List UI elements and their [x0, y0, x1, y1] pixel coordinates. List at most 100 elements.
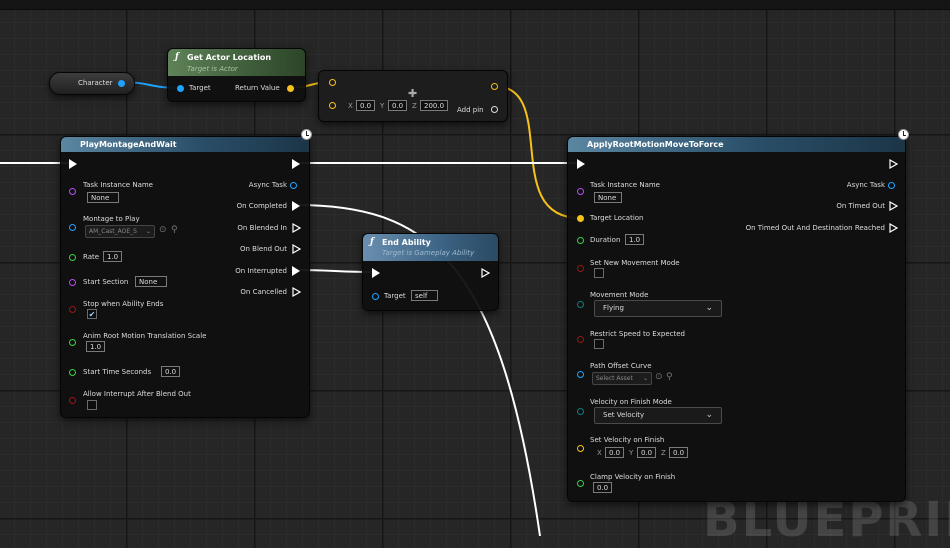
- stop-when-ends-pin[interactable]: [69, 306, 76, 313]
- rate-pin[interactable]: [69, 254, 76, 261]
- task-instance-field[interactable]: None: [594, 192, 622, 203]
- on-blend-out-pin[interactable]: [292, 244, 301, 254]
- y-axis-label: Y: [380, 102, 385, 110]
- vector-input-pin-top[interactable]: [329, 79, 336, 86]
- return-value-pin[interactable]: [287, 85, 294, 92]
- start-time-label: Start Time Seconds: [83, 368, 152, 376]
- sv-y-field[interactable]: 0.0: [637, 447, 657, 458]
- movement-mode-pin[interactable]: [577, 301, 584, 308]
- allow-interrupt-checkbox[interactable]: [87, 400, 97, 410]
- sv-x-axis-label: X: [597, 449, 602, 457]
- exec-output-pin[interactable]: [292, 159, 300, 169]
- path-offset-asset-picker[interactable]: Select Asset ⌄: [592, 372, 652, 385]
- target-label: Target: [189, 84, 211, 92]
- velocity-finish-mode-pin[interactable]: [577, 408, 584, 415]
- target-label: Target: [384, 292, 406, 300]
- start-time-field[interactable]: 0.0: [161, 366, 181, 377]
- async-task-pin[interactable]: [290, 182, 297, 189]
- vector-input-pin[interactable]: [329, 102, 336, 109]
- target-pin[interactable]: [372, 293, 379, 300]
- exec-input-pin[interactable]: [577, 159, 585, 169]
- clamp-velocity-pin[interactable]: [577, 480, 584, 487]
- movement-mode-dropdown[interactable]: Flying ⌄: [594, 300, 722, 317]
- task-instance-field[interactable]: None: [87, 192, 119, 203]
- target-pin[interactable]: [177, 85, 184, 92]
- set-new-movement-checkbox[interactable]: [594, 268, 604, 278]
- velocity-finish-mode-label: Velocity on Finish Mode: [590, 398, 672, 406]
- set-velocity-pin[interactable]: [577, 445, 584, 452]
- add-pin-label[interactable]: Add pin: [457, 106, 484, 114]
- x-value-field[interactable]: 0.0: [356, 100, 376, 111]
- movement-mode-value: Flying: [603, 304, 624, 312]
- task-instance-label: Task Instance Name: [83, 181, 153, 189]
- montage-pin[interactable]: [69, 224, 76, 231]
- target-location-pin[interactable]: [577, 215, 584, 222]
- browse-search-icon[interactable]: ⚲: [666, 372, 673, 382]
- sv-y-axis-label: Y: [629, 449, 634, 457]
- use-asset-icon[interactable]: ⊙: [655, 372, 663, 382]
- make-vector-node[interactable]: X 0.0 Y 0.0 ✚ Z 200.0 Add pin: [318, 70, 508, 122]
- set-new-movement-pin[interactable]: [577, 265, 584, 272]
- clamp-velocity-field[interactable]: 0.0: [593, 482, 613, 493]
- on-timed-out-reached-pin[interactable]: [889, 223, 898, 233]
- on-cancelled-label: On Cancelled: [240, 288, 287, 296]
- translation-scale-pin[interactable]: [69, 339, 76, 346]
- on-timed-out-reached-label: On Timed Out And Destination Reached: [745, 224, 885, 232]
- stop-when-ends-checkbox[interactable]: ✔: [87, 309, 97, 319]
- start-section-label: Start Section: [83, 278, 129, 286]
- start-section-pin[interactable]: [69, 279, 76, 286]
- exec-output-pin[interactable]: [481, 268, 490, 278]
- y-value-field[interactable]: 0.0: [388, 100, 408, 111]
- function-icon: ƒ: [175, 52, 179, 62]
- character-variable-node[interactable]: Character: [49, 72, 135, 95]
- exec-output-pin[interactable]: [889, 159, 898, 169]
- play-montage-node[interactable]: PlayMontageAndWait Task Instance Name No…: [60, 129, 312, 418]
- async-task-pin[interactable]: [888, 182, 895, 189]
- allow-interrupt-pin[interactable]: [69, 397, 76, 404]
- velocity-finish-mode-dropdown[interactable]: Set Velocity ⌄: [594, 407, 722, 424]
- duration-field[interactable]: 1.0: [625, 234, 645, 245]
- sv-z-field[interactable]: 0.0: [669, 447, 689, 458]
- montage-asset-value: AM_Cast_AOE_S: [89, 228, 137, 235]
- path-offset-value: Select Asset: [596, 375, 633, 382]
- start-time-pin[interactable]: [69, 369, 76, 376]
- node-header: [568, 137, 905, 152]
- z-value-field[interactable]: 200.0: [420, 100, 449, 111]
- start-section-field[interactable]: None: [135, 276, 167, 287]
- exec-input-pin[interactable]: [69, 159, 77, 169]
- on-completed-pin[interactable]: [292, 201, 300, 211]
- browse-search-icon[interactable]: ⚲: [171, 225, 178, 235]
- node-header: [168, 49, 305, 76]
- chevron-down-icon: ⌄: [705, 410, 713, 420]
- target-field[interactable]: self: [411, 290, 438, 301]
- sv-x-field[interactable]: 0.0: [605, 447, 625, 458]
- rate-field[interactable]: 1.0: [103, 251, 123, 262]
- character-output-pin[interactable]: [118, 80, 125, 87]
- get-actor-location-node[interactable]: ƒ Get Actor Location Target is Actor Tar…: [167, 48, 306, 102]
- task-instance-pin[interactable]: [69, 188, 76, 195]
- apply-root-motion-node[interactable]: ApplyRootMotionMoveToForce Task Instance…: [567, 129, 909, 502]
- chevron-down-icon: ⌄: [705, 303, 713, 313]
- end-ability-node[interactable]: ƒ End Ability Target is Gameplay Ability…: [362, 233, 499, 311]
- node-header: [61, 137, 309, 152]
- on-timed-out-pin[interactable]: [889, 201, 898, 211]
- restrict-speed-checkbox[interactable]: [594, 339, 604, 349]
- stop-when-ends-label: Stop when Ability Ends: [83, 300, 164, 308]
- exec-input-pin[interactable]: [372, 268, 380, 278]
- async-task-label: Async Task: [846, 181, 885, 189]
- add-pin-icon[interactable]: [491, 106, 498, 113]
- montage-asset-picker[interactable]: AM_Cast_AOE_S ⌄: [85, 225, 155, 238]
- task-instance-pin[interactable]: [577, 188, 584, 195]
- latent-clock-icon: [898, 129, 909, 140]
- montage-label: Montage to Play: [83, 215, 140, 223]
- duration-pin[interactable]: [577, 237, 584, 244]
- translation-scale-field[interactable]: 1.0: [86, 341, 106, 352]
- return-value-label: Return Value: [235, 84, 280, 92]
- path-offset-pin[interactable]: [577, 371, 584, 378]
- on-blended-in-pin[interactable]: [292, 223, 301, 233]
- restrict-speed-pin[interactable]: [577, 336, 584, 343]
- vector-output-pin[interactable]: [491, 83, 498, 90]
- on-interrupted-pin[interactable]: [292, 266, 300, 276]
- on-cancelled-pin[interactable]: [292, 287, 301, 297]
- use-asset-icon[interactable]: ⊙: [159, 225, 167, 235]
